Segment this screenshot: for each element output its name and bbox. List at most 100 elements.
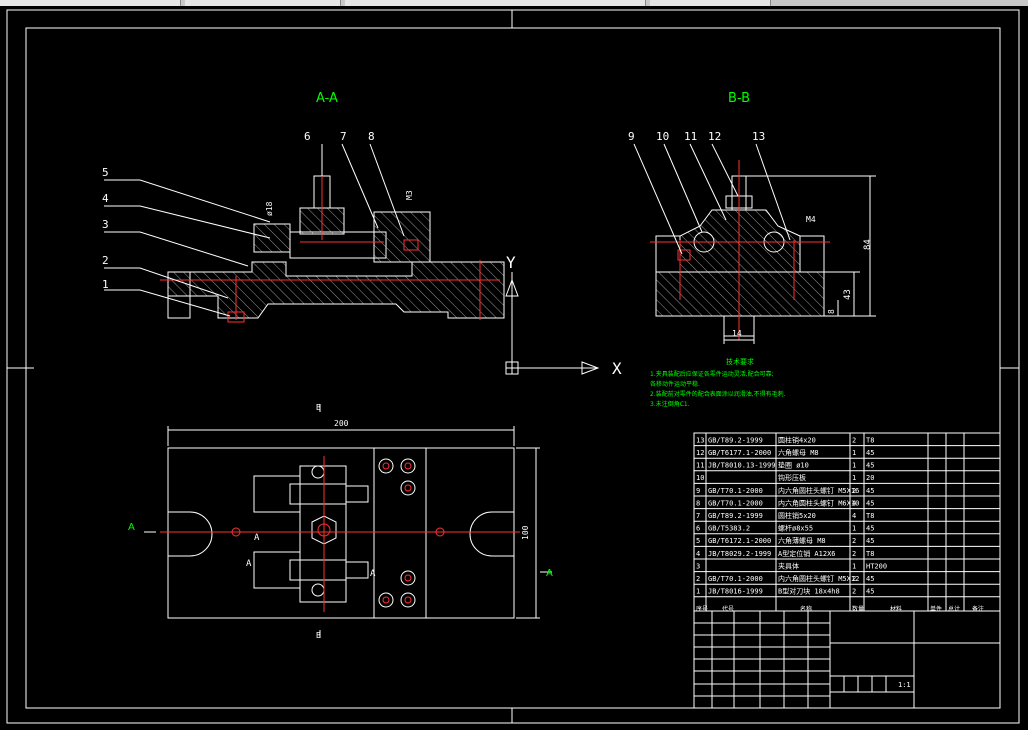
- aa-callout-7: 7: [340, 130, 347, 143]
- bom-cell-qty: 1: [852, 562, 856, 570]
- bom-cell-no: 11: [696, 462, 704, 470]
- aa-callout-4: 4: [102, 192, 109, 205]
- bom-cell-name: 圆柱销5x20: [778, 511, 816, 520]
- tech-note-2: 各移动件运动平稳.: [650, 380, 700, 388]
- bom-cell-no: 9: [696, 487, 700, 495]
- bom-cell-mat: HT200: [866, 562, 887, 570]
- bom-cell-qty: 2: [852, 487, 856, 495]
- bom-cell-std: GB/T70.1-2000: [708, 487, 763, 495]
- bom-header-qty: 数量: [852, 605, 864, 613]
- bom-cell-qty: 2: [852, 550, 856, 558]
- section-view-aa: A-A 6 7 8 5 4: [102, 91, 505, 323]
- bom-cell-name: 垫圈 ø10: [778, 461, 809, 470]
- bom-header-mat: 材料: [890, 605, 902, 613]
- aa-callout-1: 1: [102, 278, 109, 291]
- ucs-y-label: Y: [506, 253, 516, 272]
- ucs-x-label: X: [612, 359, 622, 378]
- tech-notes-title: 技术要求: [726, 357, 754, 366]
- bb-callout-9: 9: [628, 130, 635, 143]
- bom-cell-no: 3: [696, 562, 700, 570]
- bom-header-no: 序号: [696, 605, 708, 613]
- bom-cell-mat: T8: [866, 436, 874, 444]
- view-mark-a-inner1: A: [254, 533, 260, 543]
- bom-cell-std: JB/T8029.2-1999: [708, 550, 771, 558]
- window-top-strip: [0, 0, 1028, 6]
- tab-strip-2[interactable]: [185, 0, 341, 6]
- bom-cell-mat: 45: [866, 588, 874, 596]
- bom-cell-name: 内六角圆柱头螺钉 M5X12: [778, 574, 859, 583]
- bom-cell-name: 内六角圆柱头螺钉 M5X16: [778, 486, 859, 495]
- bom-cell-qty: 2: [852, 436, 856, 444]
- bom-cell-name: A型定位销 A12X6: [778, 549, 836, 558]
- bom-cell-qty: 1: [852, 449, 856, 457]
- bom-cell-qty: 1: [852, 474, 856, 482]
- bom-cell-std: GB/T89.2-1999: [708, 512, 763, 520]
- bb-base: [655, 271, 825, 317]
- bom-header-name: 名称: [800, 605, 812, 613]
- aa-clamp-block: [373, 211, 431, 263]
- bb-callout-12: 12: [708, 130, 721, 143]
- bom-cell-no: 8: [696, 499, 700, 507]
- bom-cell-mat: 45: [866, 525, 874, 533]
- bom-cell-no: 6: [696, 525, 700, 533]
- ucs-axis-icon: Y X: [505, 253, 622, 378]
- bom-cell-qty: 4: [852, 499, 856, 507]
- view-mark-a-inner2: A: [246, 559, 252, 569]
- bom-cell-mat: 45: [866, 462, 874, 470]
- bom-cell-name: 圆柱销4x20: [778, 435, 816, 444]
- view-mark-a-inner3: A: [370, 569, 376, 579]
- bom-cell-no: 2: [696, 575, 700, 583]
- bom-cell-mat: 45: [866, 487, 874, 495]
- bom-cell-std: GB/T6172.1-2000: [708, 537, 771, 545]
- bom-cell-name: 六角薄螺母 M8: [778, 536, 826, 545]
- section-title-aa: A-A: [316, 91, 338, 106]
- bom-cell-std: GB/T89.2-1999: [708, 436, 763, 444]
- bom-cell-mat: 20: [866, 474, 874, 482]
- bom-cell-name: 螺杆ø8x55: [778, 524, 813, 533]
- aa-callout-2: 2: [102, 254, 109, 267]
- view-mark-b-top: B: [316, 403, 321, 412]
- bom-cell-name: 六角螺母 M8: [778, 448, 819, 457]
- bom-cell-no: 13: [696, 436, 704, 444]
- title-block-scale: 1:1: [898, 681, 911, 689]
- plan-clamp-strip: [373, 447, 427, 619]
- section-view-bb: B-B 84 43 8 14 M4: [628, 91, 876, 344]
- view-mark-b-bottom: B: [316, 631, 321, 640]
- bom-cell-qty: 2: [852, 588, 856, 596]
- plan-base-plate: [167, 447, 515, 619]
- bb-callout-11: 11: [684, 130, 697, 143]
- aa-callout-6: 6: [304, 130, 311, 143]
- tab-strip-1[interactable]: [0, 0, 181, 6]
- bom-cell-std: JB/T8010.13-1999: [708, 462, 775, 470]
- tab-strip-4[interactable]: [650, 0, 771, 6]
- view-mark-a-left: A: [128, 522, 135, 533]
- technical-notes: 技术要求 1.夹具装配后应保证各零件运动灵活,配合可靠; 各移动件运动平稳. 2…: [650, 357, 786, 408]
- bom-cell-mat: 45: [866, 449, 874, 457]
- bom-header-w1: 单件: [930, 605, 942, 613]
- bom-cell-name: B型对刀块 18x4h8: [778, 587, 840, 596]
- bom-cell-no: 7: [696, 512, 700, 520]
- bom-header-note: 备注: [972, 605, 984, 613]
- bom-cell-qty: 1: [852, 462, 856, 470]
- bom-cell-name: 内六角圆柱头螺钉 M6X10: [778, 498, 859, 507]
- bom-cell-qty: 1: [852, 525, 856, 533]
- bom-header-w2: 总计: [948, 605, 960, 613]
- bom-cell-no: 5: [696, 537, 700, 545]
- bom-cell-std: GB/T6177.1-2000: [708, 449, 771, 457]
- bom-cell-name: 夹具体: [778, 561, 799, 570]
- tech-note-1: 1.夹具装配后应保证各零件运动灵活,配合可靠;: [650, 370, 774, 378]
- bom-cell-std: GB/T70.1-2000: [708, 575, 763, 583]
- view-mark-a-right: A: [546, 568, 553, 579]
- tech-note-4: 3.未注倒角C1.: [650, 400, 690, 408]
- bom-cell-mat: T8: [866, 550, 874, 558]
- bom-cell-mat: 45: [866, 537, 874, 545]
- tech-note-3: 2.装配前对零件的配合表面涂以润滑油,不得有毛刺.: [650, 390, 786, 398]
- section-title-bb: B-B: [728, 91, 750, 106]
- tab-strip-3[interactable]: [345, 0, 646, 6]
- bom-cell-no: 10: [696, 474, 704, 482]
- aa-callout-8: 8: [368, 130, 375, 143]
- bom-cell-no: 1: [696, 588, 700, 596]
- bom-header-std: 代号: [722, 605, 734, 613]
